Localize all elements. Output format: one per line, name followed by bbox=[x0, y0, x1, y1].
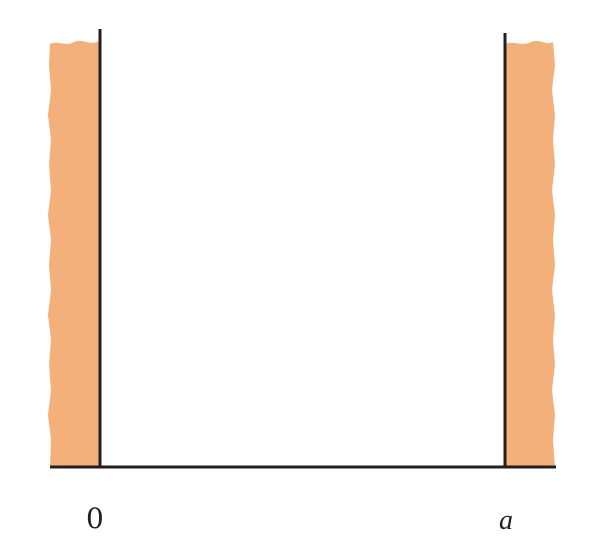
right-wall bbox=[505, 40, 555, 467]
left-position-label: 0 bbox=[86, 502, 104, 535]
right-position-label: a bbox=[499, 505, 513, 536]
left-wall bbox=[48, 40, 99, 468]
